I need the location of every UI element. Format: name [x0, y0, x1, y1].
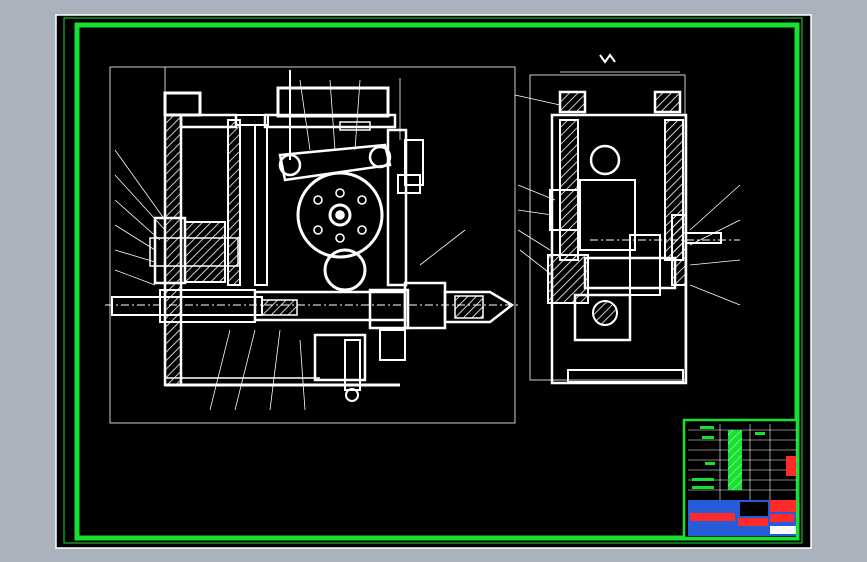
front-section-view: [105, 66, 520, 424]
drawing-border-frame: [63, 17, 803, 544]
side-section-view: [514, 53, 741, 385]
title-block[interactable]: [682, 418, 799, 540]
